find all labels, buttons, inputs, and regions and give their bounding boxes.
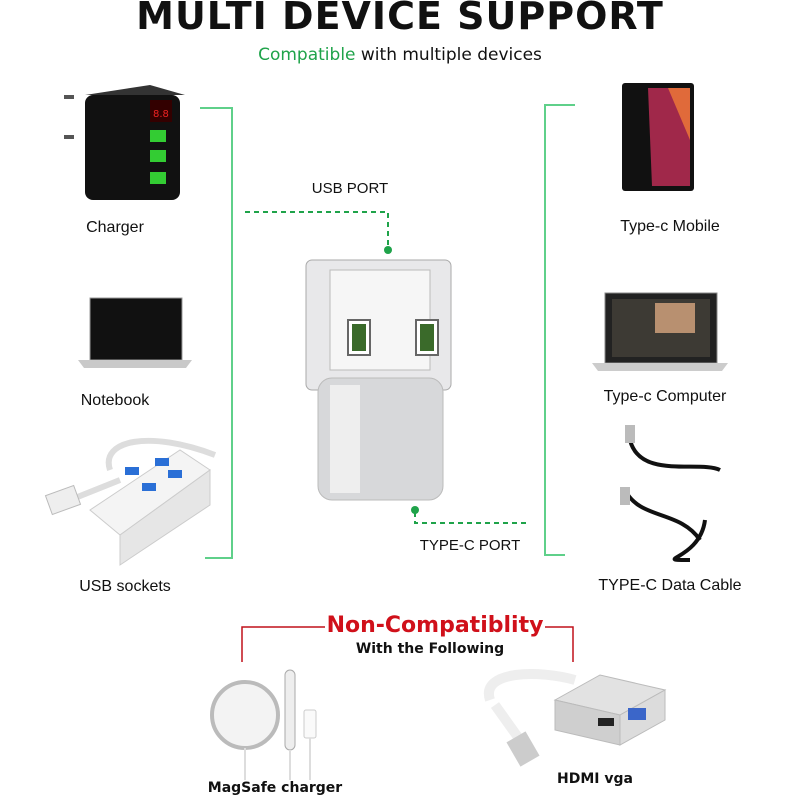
usb-hub-image (44, 437, 217, 566)
device-label-typec-cable: TYPE-C Data Cable (598, 577, 742, 594)
device-label-notebook: Notebook (80, 392, 150, 409)
typec-port-pointer (414, 512, 530, 524)
typec-port-label: TYPE-C PORT (419, 537, 521, 554)
device-label-usb-sockets: USB sockets (79, 578, 171, 595)
computer-image (592, 292, 728, 371)
subtitle-rest: with multiple devices (355, 45, 542, 65)
phone-image (622, 83, 694, 191)
subtitle-highlight: Compatible (258, 45, 356, 65)
page-subtitle: Compatible with multiple devices (0, 45, 800, 65)
charger-image: 8.8 (64, 85, 185, 200)
typec-cable-image (623, 439, 721, 562)
device-label-typec-computer: Type-c Computer (603, 388, 727, 405)
non-compat-subtitle: With the Following (355, 641, 505, 657)
non-compat-label-hdmi-vga: HDMI vga (557, 771, 633, 787)
non-compat-bracket-left (241, 626, 325, 662)
usb-port-pointer (245, 211, 389, 248)
usb-adapter-image (305, 259, 452, 501)
hdmi-vga-adapter-image (483, 669, 667, 767)
magsafe-image (210, 669, 317, 780)
right-bracket (544, 104, 575, 556)
device-label-charger: Charger (86, 219, 144, 236)
non-compat-title: Non-Compatiblity (326, 613, 544, 638)
page-title: MULTI DEVICE SUPPORT (136, 0, 664, 38)
non-compat-label-magsafe: MagSafe charger (207, 780, 343, 796)
usb-port-label: USB PORT (311, 180, 389, 197)
left-bracket (200, 107, 233, 559)
non-compat-bracket-right (545, 626, 574, 662)
svg-text:8.8: 8.8 (153, 109, 169, 120)
device-label-typec-mobile: Type-c Mobile (620, 218, 720, 235)
notebook-image (78, 297, 192, 368)
